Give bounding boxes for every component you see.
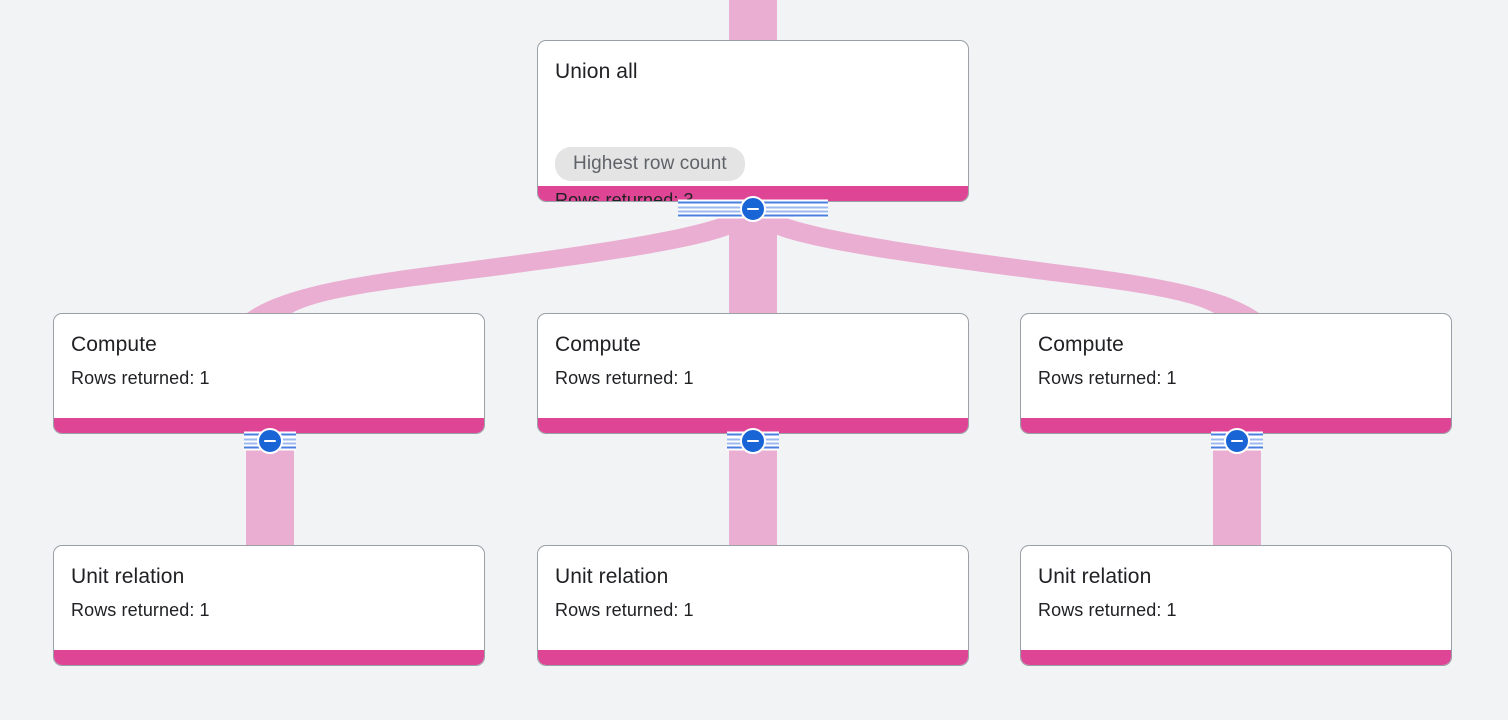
node-body: Unit relation Rows returned: 1 — [538, 546, 968, 650]
node-rows-returned: Rows returned: 1 — [555, 368, 694, 388]
node-accent-bar — [54, 418, 484, 433]
link-union-to-compute-left — [247, 215, 736, 313]
node-title: Unit relation — [71, 565, 185, 588]
link-compute-left-to-unit — [246, 449, 294, 545]
collapse-minus-icon[interactable] — [740, 428, 766, 454]
node-rows-returned: Rows returned: 1 — [555, 600, 694, 620]
node-accent-bar — [54, 650, 484, 665]
node-card-unit-relation-center[interactable]: Unit relation Rows returned: 1 — [537, 545, 969, 666]
node-card-compute-right[interactable]: Compute Rows returned: 1 — [1020, 313, 1452, 434]
link-union-to-compute-right — [770, 215, 1259, 313]
node-body: Compute Rows returned: 1 — [538, 314, 968, 418]
node-rows-returned: Rows returned: 1 — [71, 600, 210, 620]
node-body: Compute Rows returned: 1 — [54, 314, 484, 418]
node-accent-bar — [538, 186, 968, 201]
collapse-minus-icon[interactable] — [740, 196, 766, 222]
node-body: Compute Rows returned: 1 — [1021, 314, 1451, 418]
node-rows-returned: Rows returned: 1 — [1038, 368, 1177, 388]
node-body: Union all — [538, 41, 968, 186]
node-rows-returned: Rows returned: 1 — [71, 368, 210, 388]
collapse-minus-icon[interactable] — [1224, 428, 1250, 454]
collapse-minus-icon[interactable] — [257, 428, 283, 454]
node-accent-bar — [538, 650, 968, 665]
collapse-toggle-compute-left[interactable] — [244, 428, 296, 454]
node-accent-bar — [1021, 418, 1451, 433]
node-card-unit-relation-right[interactable]: Unit relation Rows returned: 1 — [1020, 545, 1452, 666]
node-title: Unit relation — [1038, 565, 1152, 588]
link-union-to-compute-center — [729, 215, 777, 313]
node-title: Compute — [555, 333, 641, 356]
node-title: Compute — [1038, 333, 1124, 356]
node-title: Unit relation — [555, 565, 669, 588]
link-compute-center-to-unit — [729, 449, 777, 545]
node-title: Compute — [71, 333, 157, 356]
node-rows-returned: Rows returned: 3 — [555, 190, 694, 202]
node-body: Unit relation Rows returned: 1 — [54, 546, 484, 650]
collapse-toggle-compute-center[interactable] — [727, 428, 779, 454]
node-card-union-all[interactable]: Union all Highest row count Rows returne… — [537, 40, 969, 202]
collapse-toggle-union-all[interactable] — [678, 196, 828, 222]
link-compute-right-to-unit — [1213, 449, 1261, 545]
node-accent-bar — [538, 418, 968, 433]
node-title: Union all — [555, 60, 638, 83]
link-parent-to-union — [729, 0, 777, 40]
node-card-compute-center[interactable]: Compute Rows returned: 1 — [537, 313, 969, 434]
node-body: Unit relation Rows returned: 1 — [1021, 546, 1451, 650]
node-card-compute-left[interactable]: Compute Rows returned: 1 — [53, 313, 485, 434]
status-badge-highest-row-count: Highest row count — [555, 147, 745, 181]
node-accent-bar — [1021, 650, 1451, 665]
collapse-toggle-compute-right[interactable] — [1211, 428, 1263, 454]
node-rows-returned: Rows returned: 1 — [1038, 600, 1177, 620]
node-card-unit-relation-left[interactable]: Unit relation Rows returned: 1 — [53, 545, 485, 666]
